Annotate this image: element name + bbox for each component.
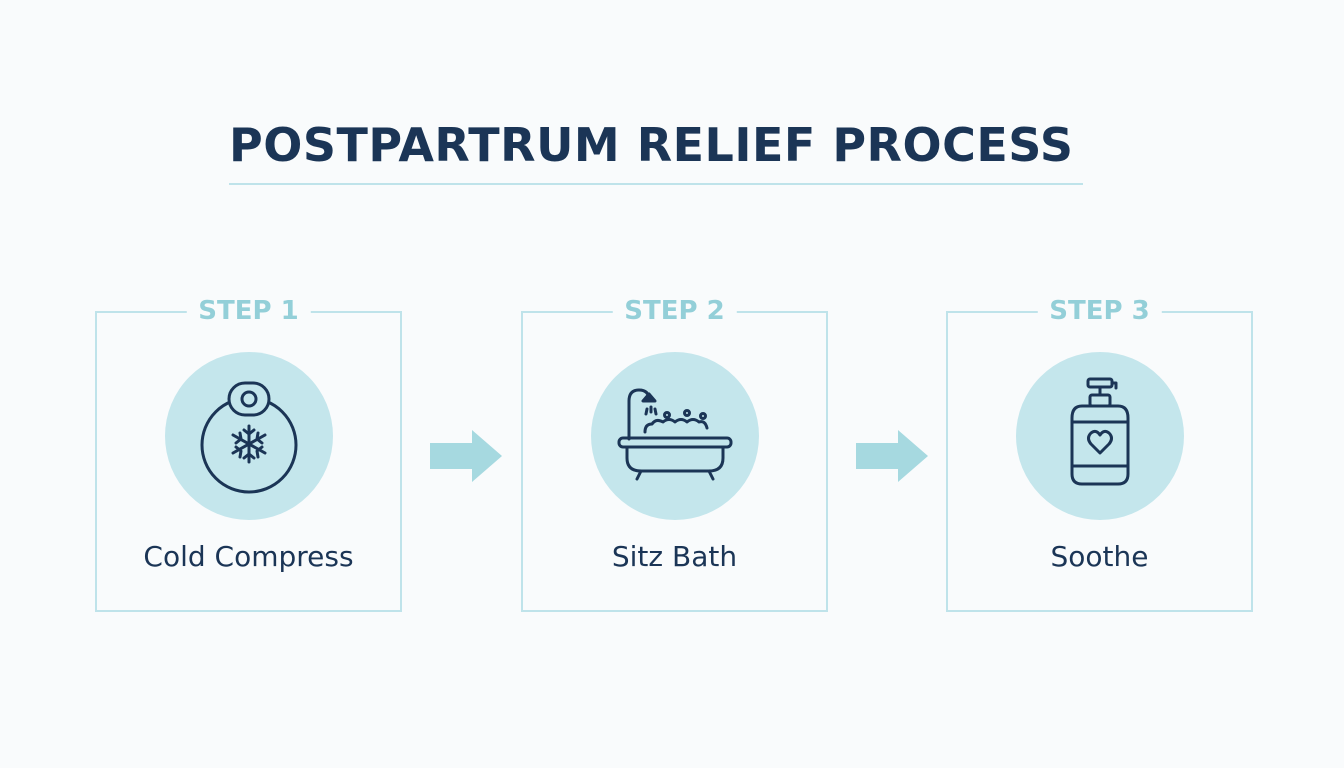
title-underline	[229, 183, 1083, 185]
step-label-3: STEP 3	[1037, 296, 1162, 326]
step-label-1: STEP 1	[186, 296, 311, 326]
bathtub-icon	[617, 388, 732, 481]
step-card-1: STEP 1 Cold Compress	[95, 296, 402, 612]
step-card-3: STEP 3 Soothe	[946, 296, 1253, 612]
step-icon-circle-2	[590, 352, 759, 520]
cold-compress-icon	[200, 381, 297, 494]
arrow-right-icon	[856, 430, 928, 482]
arrow-right-icon	[430, 430, 502, 482]
page-title: POSTPARTRUM RELIEF PROCESS	[229, 118, 1074, 172]
step-name-1: Cold Compress	[143, 540, 354, 573]
step-icon-circle-1	[164, 352, 333, 520]
step-icon-circle-3	[1015, 352, 1184, 520]
step-label-2: STEP 2	[612, 296, 737, 326]
step-name-2: Sitz Bath	[611, 540, 738, 573]
lotion-bottle-icon	[1070, 377, 1129, 486]
step-card-2: STEP 2 Sitz Bath	[521, 296, 828, 612]
step-name-3: Soothe	[1050, 540, 1149, 573]
